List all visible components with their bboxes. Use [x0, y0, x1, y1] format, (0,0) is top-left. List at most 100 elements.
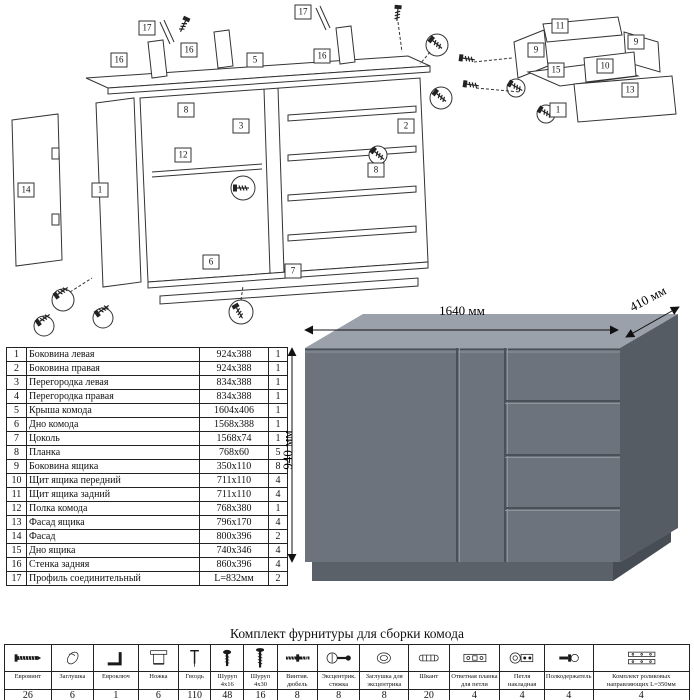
part-name: Фасад ящика — [26, 515, 200, 530]
part-num: 3 — [6, 375, 27, 390]
hardware-kit-title: Комплект фурнитуры для сборки комода — [229, 626, 464, 641]
hardware-item-name: Шкант — [409, 671, 449, 689]
part-name: Полка комода — [26, 501, 200, 516]
hexkey-icon — [94, 645, 138, 671]
hardware-item-qty: 4 — [500, 689, 544, 700]
part-num: 10 — [6, 473, 27, 488]
part-num: 15 — [6, 543, 27, 558]
carcass-linework — [11, 5, 677, 337]
part-qty: 4 — [268, 557, 288, 572]
hardware-item-qty: 8 — [360, 689, 409, 700]
hardware-item-name: Заглушка для эксцентрика — [360, 671, 409, 689]
hardware-item-qty: 4 — [593, 689, 689, 700]
part-num: 16 — [6, 557, 27, 572]
nail-icon — [179, 645, 210, 671]
part-name: Дно комода — [26, 417, 200, 432]
part-qty: 1 — [268, 347, 288, 362]
hardware-item-name: Полкодержатель — [544, 671, 593, 689]
hardware-item-name: Винтив. дюбель — [277, 671, 317, 689]
leg-icon — [139, 645, 178, 671]
hardware-item-name: Ответная планка для петли — [449, 671, 500, 688]
hardware-item-name: Евровинт — [5, 671, 51, 689]
part-name: Перегородка правая — [26, 389, 200, 404]
part-num: 12 — [6, 501, 27, 516]
cam-cover-icon — [360, 645, 408, 671]
part-size: 768x380 — [199, 501, 269, 516]
hardware-item-qty: 8 — [317, 689, 360, 700]
dresser-3d-render: 1640 мм 410 мм 940 мм — [280, 283, 694, 605]
part-size: 834x388 — [199, 375, 269, 390]
part-name: Профиль соединительный — [26, 571, 200, 586]
hardware-item-name: Шуруп 4x16 — [211, 671, 244, 689]
hardware-item-qty: 26 — [5, 689, 51, 700]
part-num: 11 — [6, 487, 27, 502]
part-name: Перегородка левая — [26, 375, 200, 390]
part-size: 711x110 — [199, 473, 269, 488]
part-size: 740x346 — [199, 543, 269, 558]
hardware-item-name: Шуруп 4x30 — [244, 671, 277, 689]
hardware-item-qty: 4 — [449, 689, 500, 700]
part-name: Крыша комода — [26, 403, 200, 418]
part-num: 4 — [6, 389, 27, 404]
part-name: Фасад — [26, 529, 200, 544]
cam-bolt-icon — [318, 645, 359, 671]
hardware-item-name: Ножка — [138, 671, 179, 689]
part-qty: 4 — [268, 515, 288, 530]
part-name: Боковина левая — [26, 347, 200, 362]
part-size: 924x388 — [199, 347, 269, 362]
hardware-item-qty: 1 — [94, 689, 138, 700]
hardware-item-name: Евроключ — [94, 671, 138, 689]
part-num: 2 — [6, 361, 27, 376]
hardware-item-qty: 20 — [409, 689, 449, 700]
hinge-plate-icon — [450, 645, 500, 671]
hardware-item-qty: 48 — [211, 689, 244, 700]
part-name: Боковина правая — [26, 361, 200, 376]
part-num: 6 — [6, 417, 27, 432]
part-size: 1568x74 — [199, 431, 269, 446]
part-size: L=832мм — [199, 571, 269, 586]
dowel-screw-icon — [278, 645, 317, 671]
hardware-item-qty: 6 — [51, 689, 94, 700]
part-name: Дно ящика — [26, 543, 200, 558]
hardware-item-qty: 4 — [544, 689, 593, 700]
screw-long-icon — [244, 645, 276, 671]
hardware-item-qty: 110 — [179, 689, 211, 700]
part-size: 350x110 — [199, 459, 269, 474]
part-name: Боковина ящика — [26, 459, 200, 474]
part-num: 17 — [6, 571, 27, 586]
part-name: Щит ящика задний — [26, 487, 200, 502]
part-num: 1 — [6, 347, 27, 362]
hardware-item-name: Петля накладная — [500, 671, 544, 689]
part-num: 9 — [6, 459, 27, 474]
height-dimension-label: 940 мм — [280, 430, 295, 470]
part-size: 924x388 — [199, 361, 269, 376]
hardware-item-qty: 6 — [138, 689, 179, 700]
part-num: 7 — [6, 431, 27, 446]
part-name: Стенка задняя — [26, 557, 200, 572]
part-size: 711x110 — [199, 487, 269, 502]
part-num: 14 — [6, 529, 27, 544]
